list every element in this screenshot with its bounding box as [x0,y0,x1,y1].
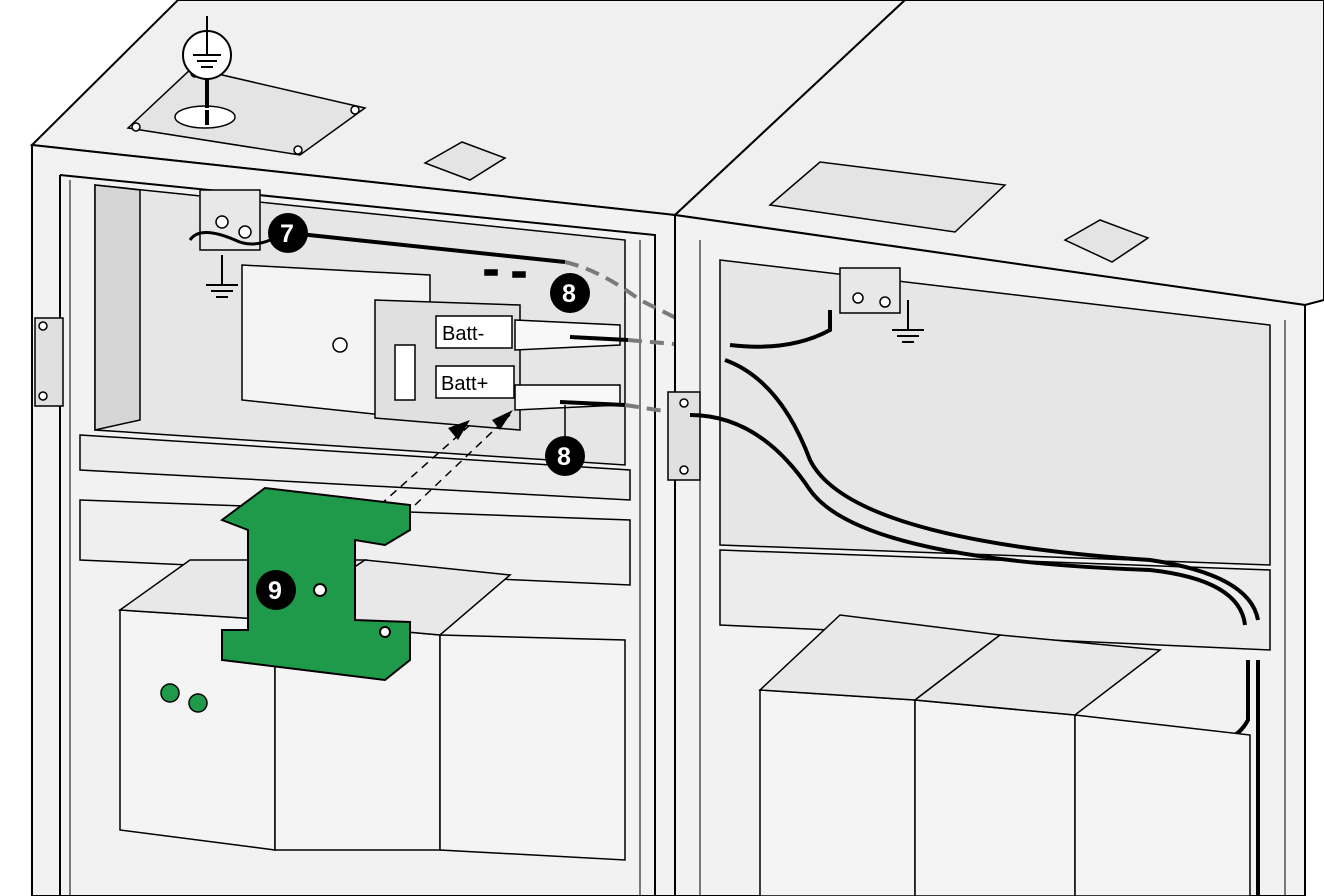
svg-text:7: 7 [280,220,294,248]
right-top-plates [768,161,1150,263]
right-hinge [667,391,701,481]
svg-text:9: 9 [268,577,282,605]
svg-text:Batt-: Batt- [442,323,484,345]
callout-9: 9 [256,570,296,610]
cable-8-plus [559,400,626,407]
svg-text:8: 8 [562,280,576,308]
ground-terminal-left [188,189,281,251]
battery-pack-right [758,614,1251,896]
batt-minus-label: Batt- [435,315,513,349]
svg-text:8: 8 [557,443,571,471]
svg-text:Batt+: Batt+ [441,373,488,395]
left-hinge [34,317,64,407]
ground-icon [892,300,924,343]
callout-8-bottom: 8 [545,405,585,476]
top-cover-plate [126,67,507,181]
callout-8-top: 8 [550,273,590,313]
mounting-screws [160,683,208,713]
ground-icon [206,255,238,298]
ground-terminal-right [839,267,901,314]
earth-ground-symbol [182,16,232,108]
right-upper-compartment [719,259,1271,651]
callout-7: 7 [268,213,308,253]
cable-8-minus [569,335,629,342]
batt-plus-label: Batt+ [435,365,515,399]
cable-7 [289,231,566,264]
battery-bracket [219,486,411,682]
